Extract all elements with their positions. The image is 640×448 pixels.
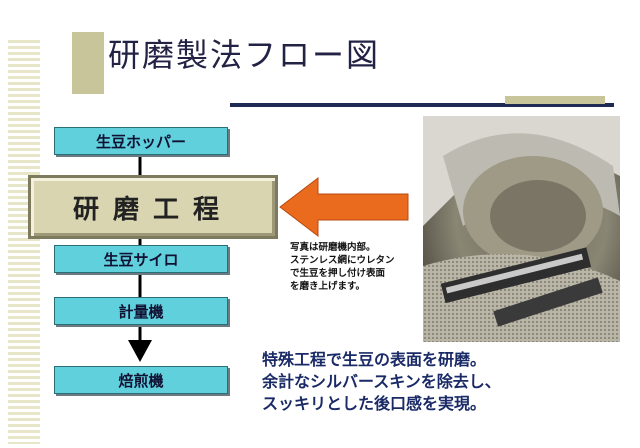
- left-arrow-icon: [279, 176, 409, 238]
- caption-line: ステンレス網にウレタン: [290, 255, 395, 266]
- summary-line: スッキリとした後口感を実現。: [262, 394, 487, 413]
- flow-step-weighing-machine: 計量機: [54, 297, 228, 325]
- caption-line: で生豆を押し付け表面: [290, 268, 386, 279]
- title-rule-block: [505, 96, 605, 104]
- title-rule-line: [230, 103, 614, 107]
- title-accent-block: [72, 32, 104, 94]
- caption-line: 写真は研磨機内部。: [290, 242, 376, 253]
- summary-line: 余計なシルバースキンを除去し、: [262, 372, 501, 391]
- flow-step-roaster: 焙煎機: [54, 366, 228, 394]
- polisher-interior-photo: [423, 116, 620, 342]
- summary-text: 特殊工程で生豆の表面を研磨。 余計なシルバースキンを除去し、 スッキリとした後口…: [262, 349, 501, 415]
- down-arrow-icon: [128, 340, 152, 362]
- flow-step-green-bean-hopper: 生豆ホッパー: [54, 127, 228, 155]
- slide-title: 研磨製法フロー図: [108, 36, 381, 74]
- caption-line: を磨き上げます。: [290, 281, 366, 292]
- flow-step-green-bean-silo: 生豆サイロ: [54, 245, 228, 273]
- left-stripe-decoration: [8, 40, 40, 444]
- photo-caption: 写真は研磨機内部。 ステンレス網にウレタン で生豆を押し付け表面 を磨き上げます…: [290, 241, 440, 293]
- flow-step-polishing-process: 研磨工程: [28, 175, 278, 239]
- summary-line: 特殊工程で生豆の表面を研磨。: [262, 350, 487, 369]
